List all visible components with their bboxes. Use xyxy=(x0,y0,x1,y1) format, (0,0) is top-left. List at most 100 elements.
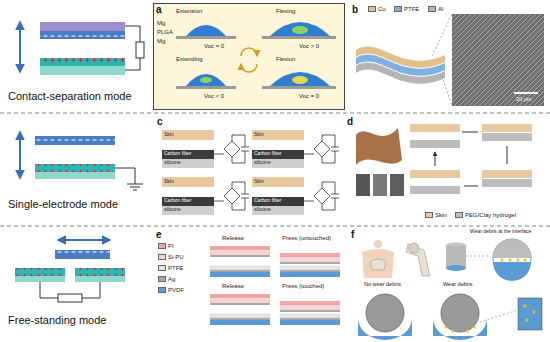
callout-label: Wear debris xyxy=(443,281,473,287)
panel-f-illustration xyxy=(524,305,527,308)
panel-b-illustration xyxy=(356,14,544,106)
panel-b-illustration xyxy=(452,14,544,106)
single-electrode-schematic xyxy=(19,132,21,178)
single-electrode-schematic xyxy=(35,136,115,145)
panel-text: Mg xyxy=(157,38,165,45)
row-separator xyxy=(0,113,550,226)
panel-e-illustration xyxy=(210,294,270,325)
panel-f-illustration xyxy=(406,244,430,276)
legend-swatch xyxy=(158,243,166,249)
panel-f-illustration xyxy=(533,311,536,314)
legend-entry: PTFE xyxy=(394,6,419,12)
panel-f-illustration xyxy=(366,294,404,332)
panel-d-illustration xyxy=(410,170,460,194)
legend-swatch xyxy=(368,6,376,12)
layer-label: Carbon fiber xyxy=(164,151,192,157)
layer-label: Carbon fiber xyxy=(254,198,282,204)
panel-letter: e xyxy=(156,229,162,241)
layer-label: Skin xyxy=(254,179,264,185)
scale-bar-label: 20 μm xyxy=(516,96,531,102)
contact-separation-schematic xyxy=(20,22,144,75)
state-label: Press (touched) xyxy=(282,283,324,290)
contact-separation-schematic xyxy=(40,31,125,39)
panel-text: Flexion xyxy=(276,56,295,63)
panel-d-illustration xyxy=(373,174,387,196)
panel-a-illustration xyxy=(262,36,336,39)
callout-label: Wear debris at the interface xyxy=(470,229,531,235)
free-standing-schematic xyxy=(58,294,82,302)
panel-text: Voc = 0 xyxy=(299,93,319,100)
panel-f-illustration xyxy=(517,259,520,262)
contact-separation-schematic xyxy=(40,58,125,66)
panel-a-illustration xyxy=(270,22,330,36)
panel-a-illustration xyxy=(262,86,336,89)
panel-f-illustration xyxy=(370,259,386,270)
panel-e-illustration xyxy=(280,253,340,277)
panel-d-illustration xyxy=(356,124,532,196)
contact-separation-schematic xyxy=(40,58,125,66)
legend-text: PTFE xyxy=(168,265,183,271)
mode-label: Contact-separation mode xyxy=(8,90,132,103)
panel-d-illustration xyxy=(356,174,370,196)
layer-label: Skin xyxy=(164,132,174,138)
panel-c-circuits xyxy=(252,130,339,168)
panel-f-illustration xyxy=(526,319,529,322)
panel-f-illustration xyxy=(446,246,466,268)
legend-swatch xyxy=(158,265,166,271)
panel-letter: a xyxy=(156,4,162,16)
legend-text: PI xyxy=(168,243,174,249)
panel-d-illustration xyxy=(390,174,404,196)
row-separator xyxy=(0,113,550,226)
panel-c-circuits xyxy=(162,130,339,215)
single-electrode-schematic xyxy=(20,132,143,190)
legend-entry: PVDF xyxy=(158,287,184,293)
contact-separation-schematic xyxy=(40,22,125,31)
panel-f-illustration xyxy=(466,330,469,333)
free-standing-schematic xyxy=(75,268,125,276)
panel-f-illustration xyxy=(480,310,518,322)
free-standing-schematic xyxy=(15,268,65,276)
legend-text: Si-PU xyxy=(168,254,184,260)
layer-label: silicone xyxy=(164,160,181,166)
legend-text: Ag xyxy=(168,276,175,282)
free-standing-schematic xyxy=(55,250,110,259)
panel-f-illustration xyxy=(362,249,394,278)
legend-entry: Al xyxy=(428,6,443,12)
panel-a-illustration xyxy=(153,3,345,110)
panel-letter: d xyxy=(347,116,353,128)
legend-entry: Cu xyxy=(368,6,386,12)
free-standing-schematic xyxy=(15,240,125,302)
free-standing-schematic xyxy=(75,276,125,282)
panel-f-illustration xyxy=(374,240,382,248)
panel-d-illustration xyxy=(435,132,507,186)
panel-b-illustration xyxy=(452,14,544,106)
panel-a-illustration xyxy=(176,36,236,39)
panel-text: Extension xyxy=(176,8,202,15)
panel-a-illustration xyxy=(241,64,257,72)
legend-entry: PI xyxy=(158,243,174,249)
panel-e-illustration xyxy=(210,246,340,325)
panel-letter: c xyxy=(157,116,163,128)
contact-separation-schematic xyxy=(136,42,144,58)
panel-a-illustration xyxy=(186,74,226,86)
legend-text: Al xyxy=(438,6,443,12)
panel-text: Extending xyxy=(176,56,203,63)
layer-label: silicone xyxy=(254,207,271,213)
panel-b-illustration xyxy=(514,92,538,94)
panel-a-illustration xyxy=(292,26,308,34)
legend-swatch xyxy=(425,212,433,218)
panel-f-illustration xyxy=(509,259,512,262)
contact-separation-schematic xyxy=(40,66,125,75)
panel-f-illustration xyxy=(446,265,466,271)
layer-label: Carbon fiber xyxy=(254,151,282,157)
legend-text: Skin xyxy=(435,212,447,218)
panel-f-illustration xyxy=(466,256,490,257)
legend-swatch xyxy=(158,276,166,282)
free-standing-schematic xyxy=(55,250,110,259)
mode-label: Free-standing mode xyxy=(8,314,106,327)
contact-separation-schematic xyxy=(40,31,125,39)
panel-f-illustration xyxy=(441,294,479,332)
legend-swatch xyxy=(428,6,436,12)
legend-swatch xyxy=(158,287,166,293)
